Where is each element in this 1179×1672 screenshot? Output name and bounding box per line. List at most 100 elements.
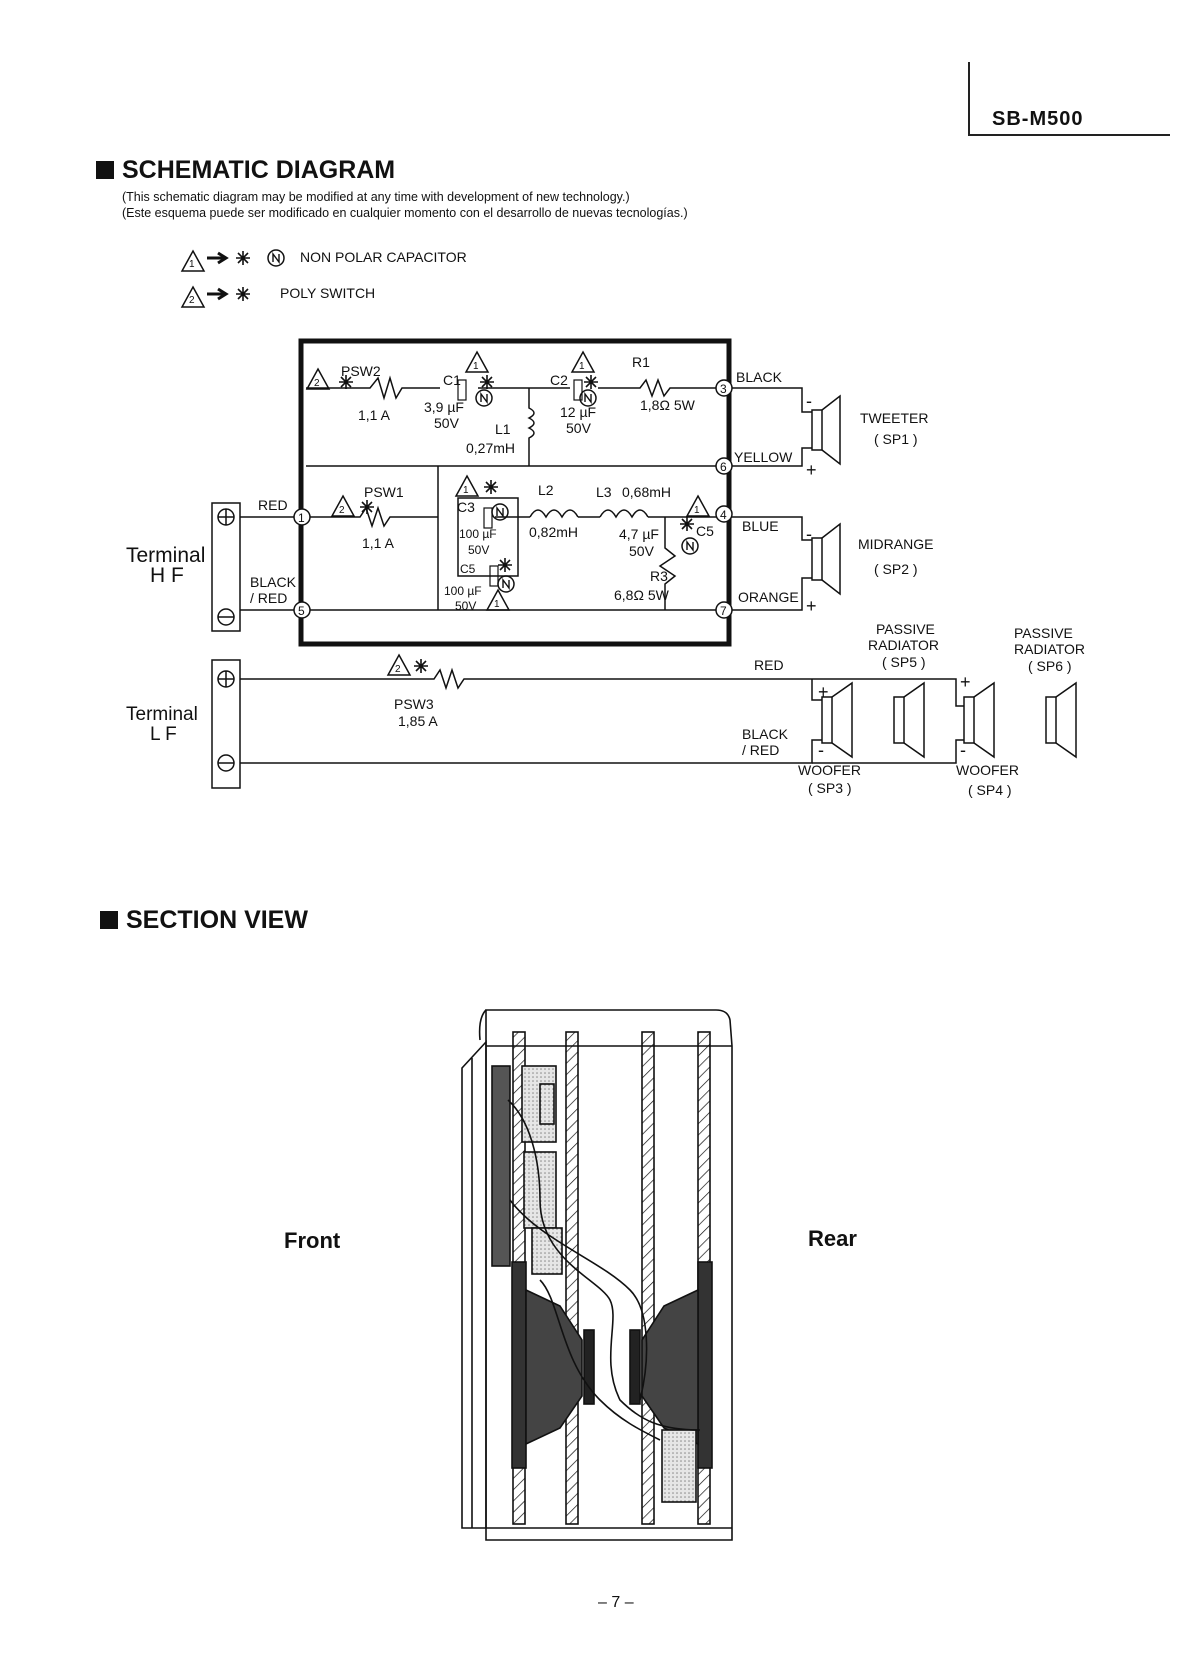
- woofer-sp4-minus: -: [960, 740, 966, 760]
- r3-value: 6,8Ω 5W: [614, 587, 670, 603]
- l2-value: 0,82mH: [529, 524, 578, 540]
- c2-mark: 1: [579, 361, 585, 372]
- node-3: 3: [720, 382, 727, 396]
- midrange-label: MIDRANGE: [858, 536, 933, 552]
- node-1: 1: [298, 511, 305, 525]
- midrange-minus: -: [806, 524, 812, 544]
- passive-sp6-label-1: PASSIVE: [1014, 625, 1073, 641]
- c3-voltage: 50V: [468, 543, 489, 557]
- wire-black-label: BLACK: [736, 369, 783, 385]
- c5a-voltage: 50V: [455, 599, 476, 613]
- c5a-mark: 1: [494, 599, 500, 610]
- c5a-value: 100 µF: [444, 584, 482, 598]
- section-view-drawing: [461, 1009, 733, 1541]
- passive-sp6-icon: [1045, 681, 1077, 759]
- c5b-value: 4,7 µF: [619, 526, 659, 542]
- wire-red-label: RED: [258, 497, 288, 513]
- lf-wire-black-label: BLACK: [742, 726, 789, 742]
- network-board-outline: [298, 338, 732, 647]
- r3-label: R3: [650, 568, 668, 584]
- woofer-sp4-label: WOOFER: [956, 762, 1019, 778]
- woofer-sp3-minus: -: [818, 740, 824, 760]
- woofer-sp4-icon: [963, 681, 995, 759]
- psw1-label: PSW1: [364, 484, 404, 500]
- psw3-mark: 2: [395, 664, 401, 675]
- c2-label: C2: [550, 372, 568, 388]
- psw3-value: 1,85 A: [398, 713, 438, 729]
- c2-value: 12 µF: [560, 404, 596, 420]
- woofer-sp4-id: ( SP4 ): [968, 782, 1012, 798]
- legend-text-poly-switch: POLY SWITCH: [280, 285, 375, 301]
- c5a-label: C5: [460, 562, 476, 576]
- legend-poly-switch: 2 POLY SWITCH: [181, 285, 375, 308]
- arrow-icon: [207, 287, 229, 301]
- model-box: [968, 62, 1170, 136]
- schematic-note-en: (This schematic diagram may be modified …: [122, 190, 630, 204]
- arrow-icon: [207, 251, 229, 265]
- legend-mark-2: 2: [189, 295, 195, 306]
- tweeter-label: TWEETER: [860, 410, 928, 426]
- model-number: SB-M500: [992, 108, 1084, 130]
- l3-label: L3: [596, 484, 612, 500]
- l2-label: L2: [538, 482, 554, 498]
- node-5: 5: [298, 604, 305, 618]
- node-7: 7: [720, 604, 727, 618]
- passive-sp5-id: ( SP5 ): [882, 654, 926, 670]
- wire-black-red-label-2: / RED: [250, 590, 287, 606]
- legend-text-non-polar: NON POLAR CAPACITOR: [300, 249, 467, 265]
- c3-mark: 1: [463, 485, 469, 496]
- front-label: Front: [284, 1228, 341, 1253]
- tweeter-minus: -: [806, 391, 812, 411]
- passive-sp6-id: ( SP6 ): [1028, 658, 1072, 674]
- c5b-voltage: 50V: [629, 543, 655, 559]
- psw2-mark: 2: [314, 378, 320, 389]
- terminal-lf-id: L F: [150, 724, 177, 745]
- rear-label: Rear: [808, 1226, 857, 1251]
- heading-bullet: [96, 161, 114, 179]
- section-title: SECTION VIEW: [126, 906, 308, 934]
- passive-sp6-label-2: RADIATOR: [1014, 641, 1085, 657]
- legend-non-polar: 1 NON POLAR CAPACITOR: [181, 249, 467, 272]
- terminal-lf-label: Terminal: [126, 704, 198, 725]
- passive-sp5-label-2: RADIATOR: [868, 637, 939, 653]
- schematic-title: SCHEMATIC DIAGRAM: [122, 156, 396, 184]
- asterisk-icon: [235, 286, 251, 302]
- non-polar-icon: [267, 249, 285, 267]
- tweeter-plus: +: [806, 460, 817, 480]
- psw1-value: 1,1 A: [362, 535, 395, 551]
- wire-yellow-label: YELLOW: [734, 449, 793, 465]
- wire-orange-label: ORANGE: [738, 589, 799, 605]
- lf-wire-red-label: RED: [754, 657, 784, 673]
- c1-mark: 1: [473, 361, 479, 372]
- page-number: – 7 –: [598, 1594, 634, 1611]
- psw2-value: 1,1 A: [358, 407, 391, 423]
- woofer-sp3-id: ( SP3 ): [808, 780, 852, 796]
- tweeter-id: ( SP1 ): [874, 431, 918, 447]
- woofer-sp3-plus: +: [818, 682, 829, 702]
- legend-mark-1: 1: [189, 259, 195, 270]
- midrange-speaker-icon: [811, 522, 841, 596]
- l1-label: L1: [495, 421, 511, 437]
- terminal-hf-label: Terminal: [126, 544, 205, 567]
- node-6: 6: [720, 460, 727, 474]
- wire-black-red-label: BLACK: [250, 574, 297, 590]
- c3-label: C3: [457, 499, 475, 515]
- c2-voltage: 50V: [566, 420, 592, 436]
- passive-sp5-label-1: PASSIVE: [876, 621, 935, 637]
- terminal-lf: [211, 659, 241, 789]
- psw1-mark: 2: [339, 505, 345, 516]
- c3-value: 100 µF: [459, 527, 497, 541]
- psw3-label: PSW3: [394, 696, 434, 712]
- tweeter-speaker-icon: [811, 394, 841, 466]
- terminal-hf-id: H F: [150, 564, 184, 587]
- r1-value: 1,8Ω 5W: [640, 397, 696, 413]
- midrange-plus: +: [806, 596, 817, 616]
- psw2-label: PSW2: [341, 363, 381, 379]
- midrange-id: ( SP2 ): [874, 561, 918, 577]
- schematic-diagram: 1 NON POLAR CAPACITOR 2 POLY SWITCH: [126, 249, 1085, 798]
- r1-label: R1: [632, 354, 650, 370]
- c5b-label: C5: [696, 523, 714, 539]
- woofer-sp4-plus: +: [960, 672, 971, 692]
- c1-voltage: 50V: [434, 415, 460, 431]
- asterisk-icon: [235, 250, 251, 266]
